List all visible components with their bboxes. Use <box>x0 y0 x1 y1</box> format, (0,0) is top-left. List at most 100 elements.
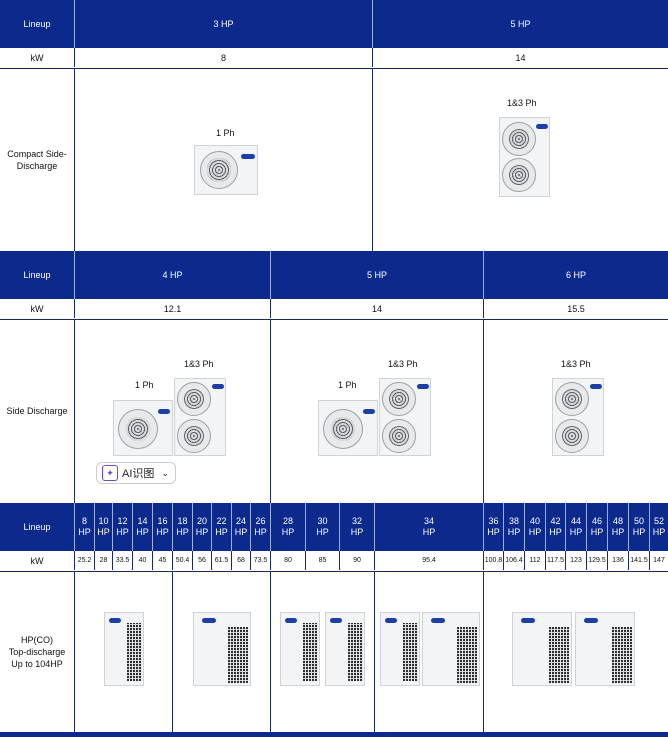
kw-row-2: kW 12.1 14 15.5 <box>0 299 668 320</box>
ai-recognize-button[interactable]: ✦ AI识图 ⌄ <box>96 462 176 484</box>
fan-icon <box>555 382 589 416</box>
kw-value: 73.5 <box>251 551 271 570</box>
fan-icon <box>555 419 589 453</box>
outdoor-unit-image <box>379 378 431 456</box>
lineup-label: Lineup <box>0 0 75 48</box>
outdoor-unit-image <box>380 612 420 686</box>
ai-button-label: AI识图 <box>122 468 155 480</box>
kw-value: 14 <box>271 299 484 318</box>
kw-row-1: kW 8 14 <box>0 48 668 69</box>
carrier-logo-icon <box>363 409 375 414</box>
lineup-label: Lineup <box>0 503 75 551</box>
carrier-logo-icon <box>385 618 397 623</box>
carrier-logo-icon <box>521 618 535 623</box>
hp-number: 36 <box>488 516 499 526</box>
fan-icon <box>382 419 416 453</box>
grille <box>612 627 632 683</box>
grille <box>348 623 363 681</box>
product-cell <box>75 571 173 732</box>
outdoor-unit-image <box>512 612 572 686</box>
product-cell <box>271 319 484 503</box>
hp-number: 40 <box>529 516 540 526</box>
grille <box>549 627 569 683</box>
fan-icon <box>382 382 416 416</box>
lineup-header-row-2: Lineup 4 HP 5 HP 6 HP <box>0 251 668 299</box>
hp-number: 14 <box>137 516 148 526</box>
kw-value: 106.4 <box>504 551 525 570</box>
hp-header-6hp: 6 HP <box>565 270 586 280</box>
product-cell <box>173 571 271 732</box>
hp-unit: HP <box>590 527 604 537</box>
hp-unit: HP <box>195 527 209 537</box>
row-label: Compact Side-Discharge <box>0 68 75 251</box>
outdoor-unit-image <box>575 612 635 686</box>
kw-value: 33.5 <box>113 551 133 570</box>
fan-icon <box>118 409 158 449</box>
row-label-line: Top-discharge <box>8 646 66 657</box>
fan-icon <box>177 382 211 416</box>
phase-label: 1 Ph <box>338 380 357 390</box>
hp-unit: HP <box>652 527 666 537</box>
kw-value: 136 <box>608 551 629 570</box>
carrier-logo-icon <box>285 618 297 623</box>
hp-unit: HP <box>116 527 129 537</box>
row-label-line: Up to 104HP <box>11 658 63 669</box>
chevron-down-icon: ⌄ <box>161 467 169 478</box>
hp-number: 16 <box>157 516 168 526</box>
hp-unit: HP <box>316 527 329 537</box>
product-cell <box>75 319 271 503</box>
outdoor-unit-image <box>325 612 365 686</box>
kw-value: 129.5 <box>587 551 608 570</box>
kw-value: 56 <box>193 551 212 570</box>
outdoor-unit-image <box>422 612 480 686</box>
kw-value: 45 <box>153 551 173 570</box>
carrier-logo-icon <box>241 154 255 159</box>
kw-value: 68 <box>232 551 251 570</box>
outdoor-unit-image <box>318 400 378 456</box>
hp-unit: HP <box>611 527 625 537</box>
lineup-header-row-1: Lineup 3 HP 5 HP <box>0 0 668 48</box>
carrier-logo-icon <box>584 618 598 623</box>
kw-value: 8 <box>75 48 373 67</box>
kw-value: 123 <box>566 551 587 570</box>
product-cell <box>375 571 484 732</box>
kw-value: 90 <box>340 551 375 570</box>
product-row-1: Compact Side-Discharge <box>0 68 668 251</box>
hp-number: 50 <box>633 516 644 526</box>
hp-header-5hp: 5 HP <box>271 251 484 299</box>
product-row-2: Side Discharge <box>0 319 668 503</box>
outdoor-unit-image <box>193 612 251 686</box>
carrier-logo-icon <box>202 618 216 623</box>
row-label-line: HP(CO) <box>21 634 53 645</box>
kw-label: kW <box>0 48 75 67</box>
hp-number: 52 <box>653 516 664 526</box>
hp-number: 46 <box>591 516 602 526</box>
carrier-logo-icon <box>536 124 548 129</box>
hp-number: 28 <box>282 516 293 526</box>
hp-unit: HP <box>136 527 149 537</box>
kw-value: 85 <box>306 551 340 570</box>
hp-unit: HP <box>78 527 91 537</box>
product-cell <box>271 571 375 732</box>
hp-number: 34 <box>423 516 434 526</box>
grille <box>127 623 142 681</box>
lineup-label: Lineup <box>0 251 75 299</box>
carrier-logo-icon <box>590 384 602 389</box>
hp-unit: HP <box>507 527 521 537</box>
hp-unit: HP <box>528 527 542 537</box>
hp-number: 8 <box>81 516 87 526</box>
